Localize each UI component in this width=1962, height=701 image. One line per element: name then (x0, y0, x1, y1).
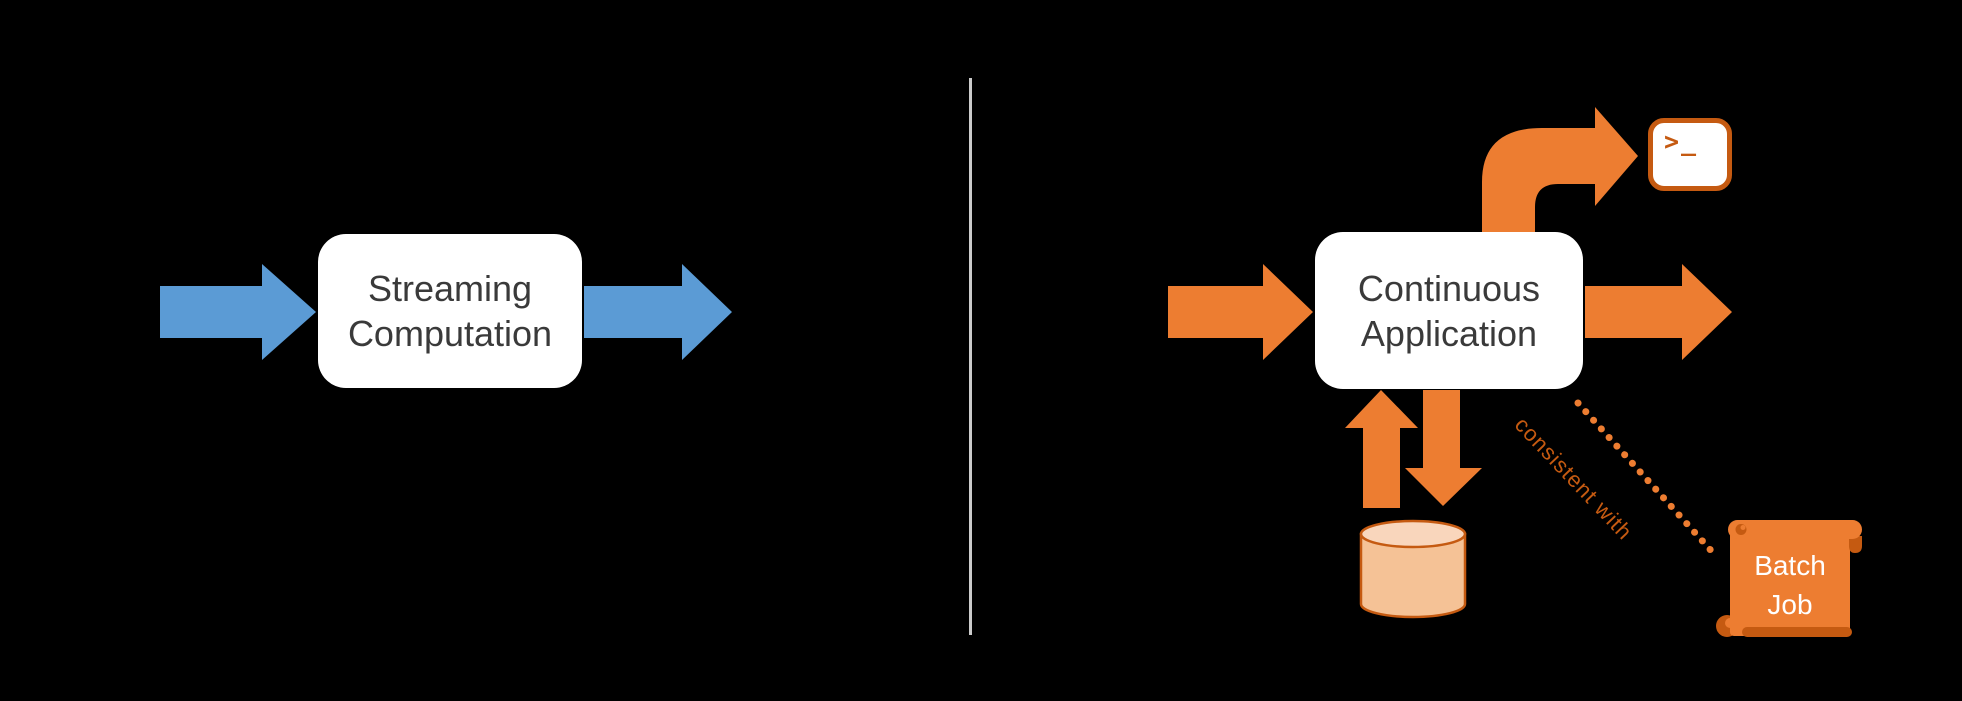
streaming-computation-box: Streaming Computation (318, 234, 582, 388)
scroll-top-right-fold (1849, 536, 1862, 553)
scroll-top-roll (1728, 520, 1862, 539)
stream-input-arrow-icon (160, 264, 316, 360)
write-down-arrow-icon (1405, 390, 1482, 506)
terminal-icon: >_ (1648, 118, 1732, 191)
batch-job-label: Batch Job (1754, 550, 1826, 620)
database-icon (1359, 532, 1467, 619)
continuous-input-arrow-icon (1168, 264, 1313, 360)
adhoc-query-curved-arrow-icon (1482, 107, 1638, 233)
stream-output-arrow-icon (584, 264, 732, 360)
database-top-icon (1359, 519, 1467, 549)
continuous-application-label: Continuous Application (1357, 267, 1541, 354)
batch-job-scroll-icon (1716, 520, 1862, 637)
consistency-dotted-line (1574, 399, 1720, 560)
scroll-top-curl-highlight (1740, 525, 1746, 530)
scroll-bottom-shadow (1742, 627, 1852, 637)
streaming-computation-label: Streaming Computation (347, 268, 553, 354)
continuous-application-box: Continuous Application (1315, 232, 1583, 389)
continuous-output-arrow-icon (1585, 264, 1732, 360)
terminal-prompt-glyph: >_ (1664, 127, 1699, 156)
scroll-body (1730, 528, 1850, 636)
read-up-arrow-icon (1345, 390, 1418, 508)
panel-divider-line (969, 78, 972, 635)
scroll-top-curl-icon (1735, 524, 1747, 535)
